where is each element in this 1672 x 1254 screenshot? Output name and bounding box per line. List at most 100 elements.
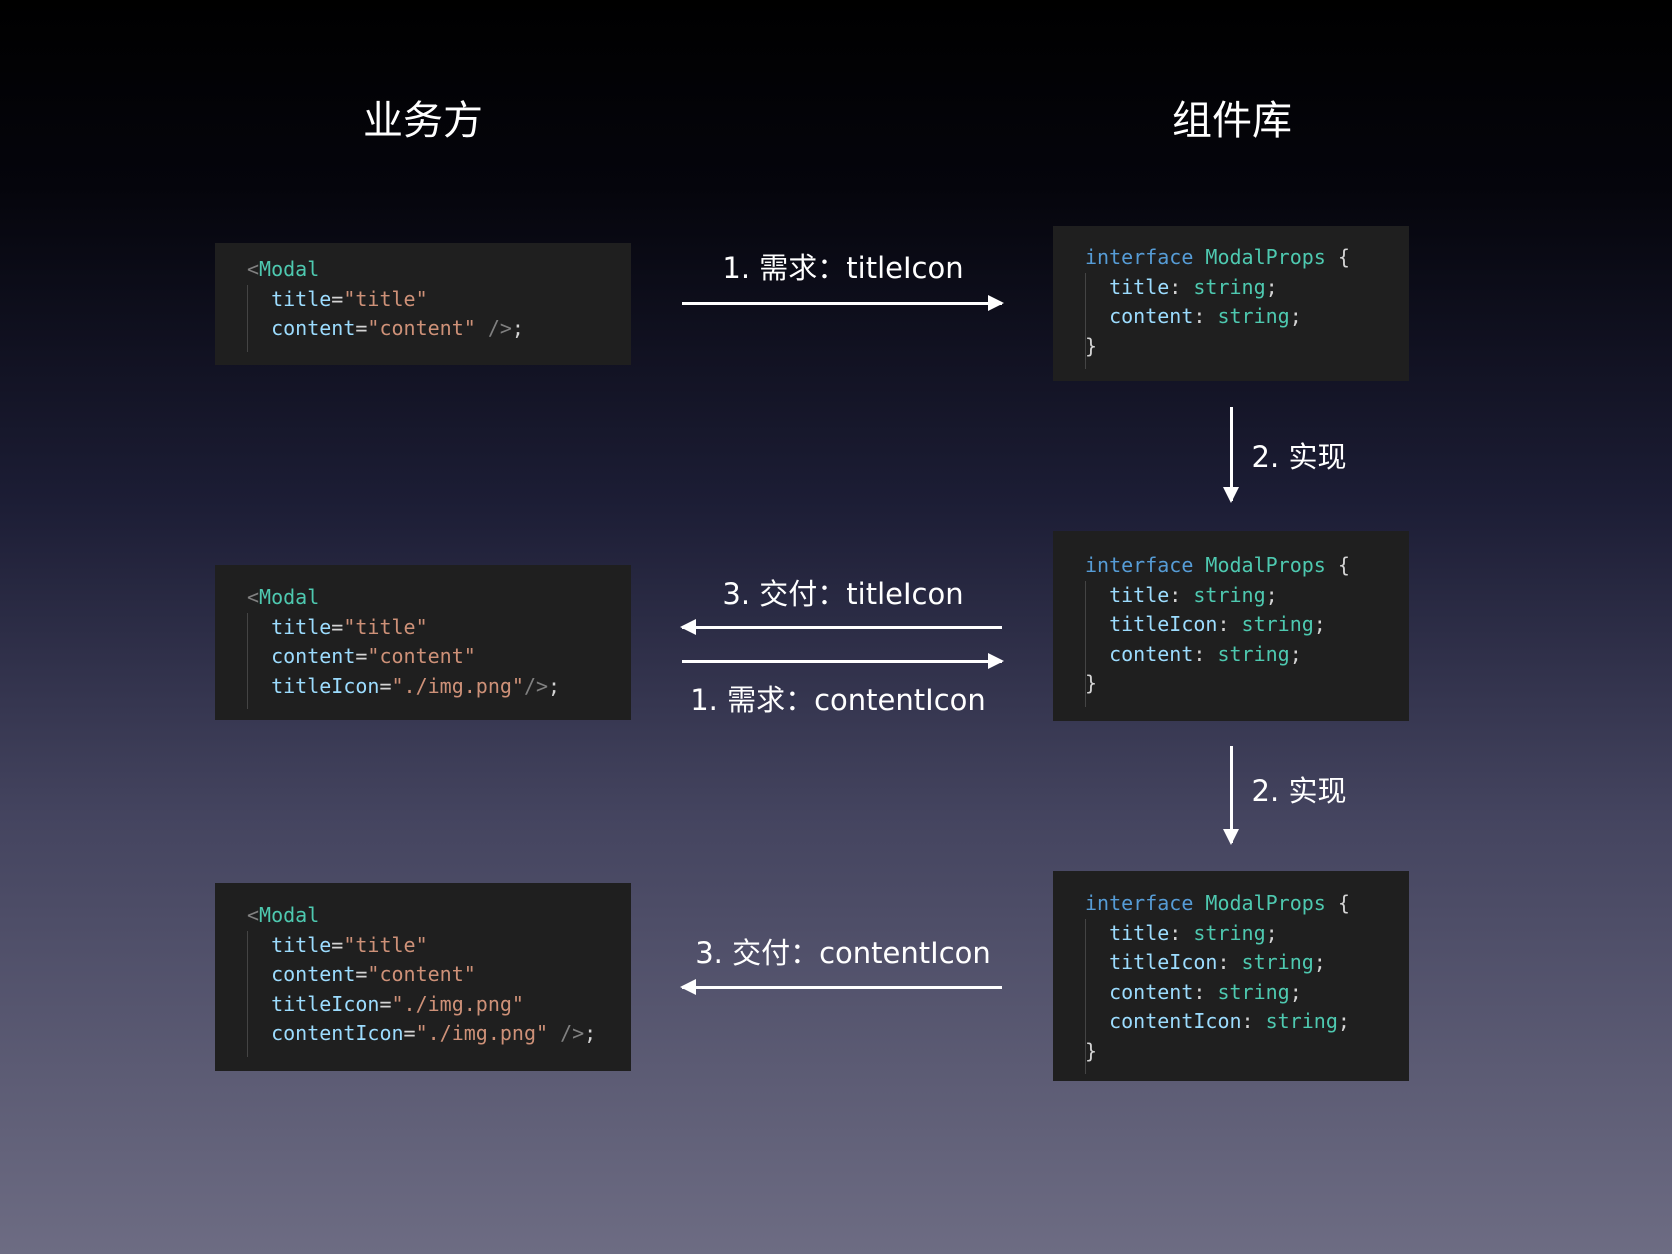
code-token: "content": [367, 316, 476, 340]
code-line: title: string;: [1085, 919, 1409, 949]
code-token: ;: [584, 1021, 597, 1045]
code-token: title: [1085, 920, 1170, 945]
code-token: string: [1193, 920, 1266, 945]
code-token: "title": [343, 932, 428, 957]
code-token: {: [1325, 245, 1350, 269]
code-token: =: [331, 932, 344, 957]
business-code-3: <Modal title="title" content="content" t…: [215, 883, 631, 1071]
code-line: <Modal: [247, 583, 631, 613]
code-token: =: [379, 991, 392, 1016]
code-token: string: [1241, 950, 1314, 974]
code-token: string: [1265, 1009, 1338, 1033]
code-token: <: [247, 903, 260, 927]
indent-guide: [247, 612, 248, 709]
code-token: =: [355, 316, 368, 340]
code-token: =: [331, 286, 344, 311]
arrow-left-deliver-contenticon: [680, 979, 1002, 995]
code-line: title="title": [247, 285, 631, 315]
code-line: title="title": [247, 931, 631, 961]
code-token: ;: [548, 673, 561, 698]
code-token: title: [247, 286, 332, 311]
code-token: Modal: [259, 903, 320, 927]
code-token: titleIcon: [1085, 612, 1218, 636]
code-token: ;: [1265, 582, 1278, 607]
code-line: <Modal: [247, 255, 631, 285]
code-line: interface ModalProps {: [1085, 889, 1409, 919]
code-token: "content": [367, 644, 476, 668]
arrow-label-request-titleicon: 1. 需求：titleIcon: [722, 251, 964, 285]
code-token: :: [1241, 1009, 1266, 1033]
code-token: {: [1325, 891, 1350, 915]
code-line: titleIcon: string;: [1085, 948, 1409, 978]
code-token: "content": [367, 962, 476, 986]
indent-guide: [247, 930, 248, 1057]
code-line: interface ModalProps {: [1085, 243, 1409, 273]
code-line: content="content": [247, 642, 631, 672]
code-line: title: string;: [1085, 581, 1409, 611]
code-token: interface: [1085, 553, 1206, 577]
code-token: :: [1193, 641, 1218, 666]
code-token: content: [247, 644, 356, 668]
code-line: }: [1085, 332, 1409, 362]
code-token: />: [523, 673, 549, 698]
indent-guide: [247, 284, 248, 352]
code-token: />: [475, 316, 512, 340]
code-line: title="title": [247, 613, 631, 643]
code-token: content: [247, 316, 356, 340]
arrow-label-implement-2: 2. 实现: [1251, 774, 1347, 808]
business-code-2: <Modal title="title" content="content" t…: [215, 565, 631, 720]
code-token: :: [1193, 304, 1218, 328]
code-token: title: [247, 614, 332, 639]
code-token: <: [247, 257, 260, 281]
lib-code-1: interface ModalProps { title: string; co…: [1053, 226, 1409, 381]
code-token: titleIcon: [247, 991, 380, 1016]
code-token: title: [1085, 582, 1170, 607]
arrow-label-implement-1: 2. 实现: [1251, 440, 1347, 474]
code-token: }: [1085, 671, 1098, 695]
business-code-1: <Modal title="title" content="content" /…: [215, 243, 631, 365]
code-token: ModalProps: [1205, 891, 1326, 915]
arrow-right-request-titleicon: [682, 295, 1004, 311]
code-line: content="content" />;: [247, 314, 631, 344]
code-token: string: [1217, 979, 1290, 1004]
code-token: string: [1193, 582, 1266, 607]
code-token: :: [1169, 582, 1194, 607]
indent-guide: [1085, 272, 1086, 369]
code-token: ;: [1265, 274, 1278, 299]
arrow-right-request-contenticon: [682, 653, 1004, 669]
code-token: ;: [1289, 979, 1302, 1004]
code-token: :: [1169, 920, 1194, 945]
code-line: content: string;: [1085, 302, 1409, 332]
code-token: contentIcon: [1085, 1009, 1242, 1033]
lib-code-3: interface ModalProps { title: string; ti…: [1053, 871, 1409, 1081]
code-token: content: [1085, 304, 1194, 328]
code-line: interface ModalProps {: [1085, 551, 1409, 581]
code-line: }: [1085, 669, 1409, 699]
code-token: Modal: [259, 257, 320, 281]
code-token: ;: [1337, 1009, 1350, 1033]
code-token: contentIcon: [247, 1021, 404, 1045]
code-token: }: [1085, 1038, 1098, 1063]
code-token: ;: [1289, 641, 1302, 666]
code-line: titleIcon="./img.png": [247, 990, 631, 1020]
code-token: ;: [1265, 920, 1278, 945]
code-token: =: [379, 673, 392, 698]
code-token: string: [1193, 274, 1266, 299]
code-token: :: [1217, 612, 1242, 636]
code-token: =: [355, 962, 368, 986]
code-token: "title": [343, 614, 428, 639]
arrow-label-deliver-titleicon: 3. 交付：titleIcon: [722, 577, 964, 611]
code-line: titleIcon: string;: [1085, 610, 1409, 640]
header-component-lib: 组件库: [1172, 98, 1292, 144]
header-business: 业务方: [363, 98, 483, 144]
code-token: "./img.png": [391, 991, 524, 1016]
code-token: titleIcon: [1085, 950, 1218, 974]
code-line: title: string;: [1085, 273, 1409, 303]
arrow-down-implement-2: [1223, 746, 1239, 845]
code-token: =: [331, 614, 344, 639]
code-token: content: [247, 962, 356, 986]
arrow-down-implement-1: [1223, 407, 1239, 503]
code-token: {: [1325, 553, 1350, 577]
code-token: <: [247, 585, 260, 609]
code-token: ;: [511, 316, 524, 340]
